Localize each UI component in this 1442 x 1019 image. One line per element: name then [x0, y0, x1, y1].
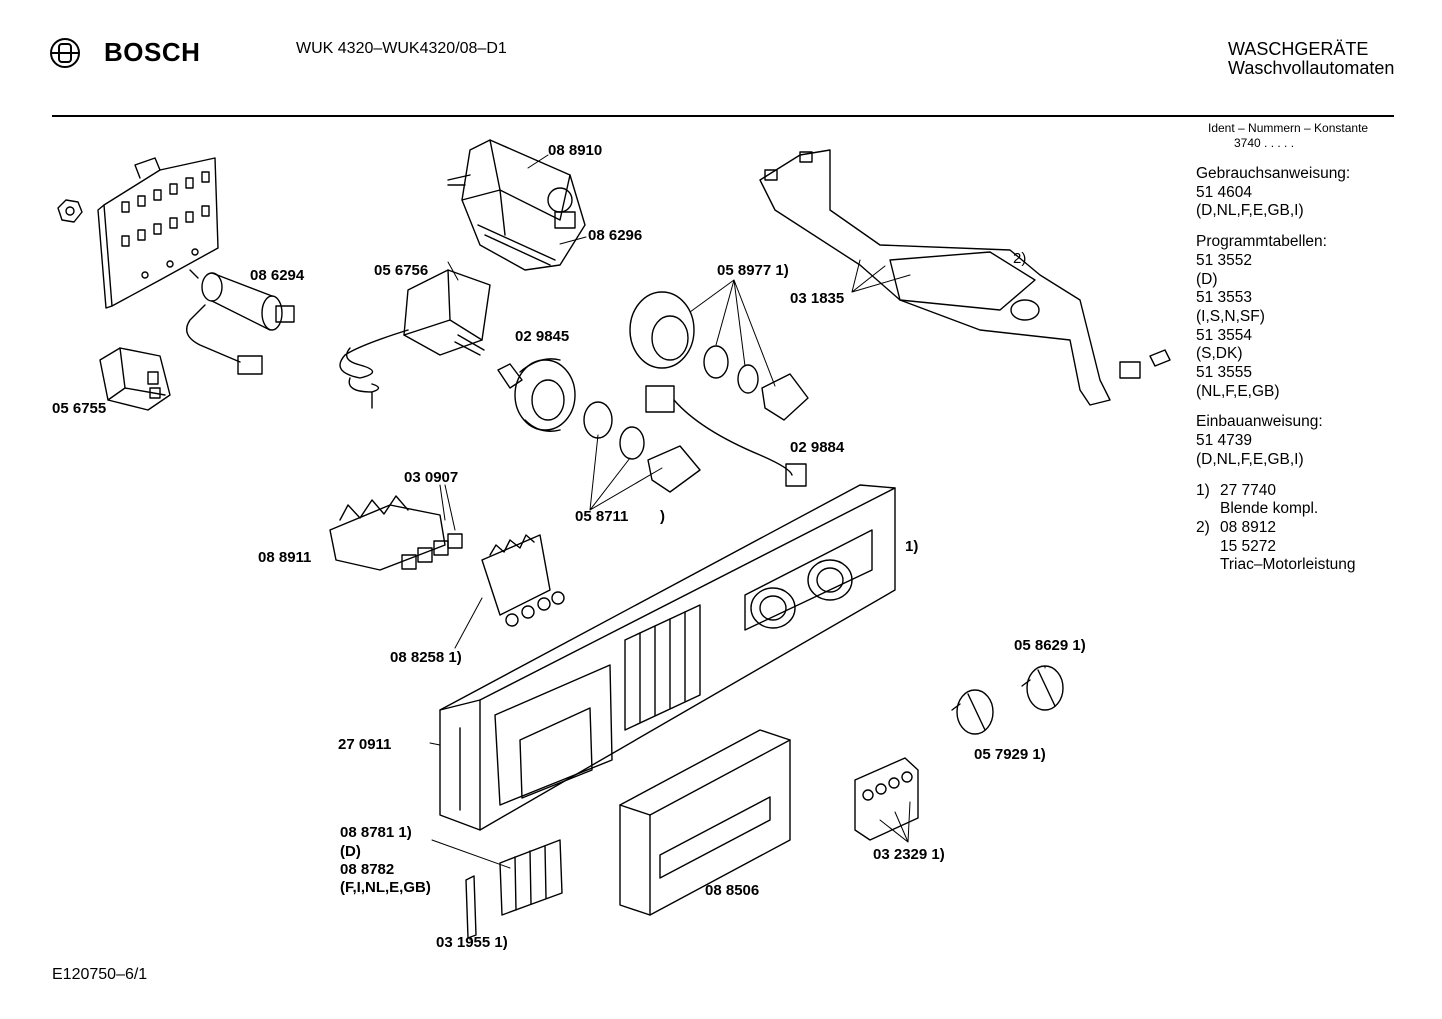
drawer-front-drawing — [619, 729, 791, 916]
section-line: 51 3554 — [1196, 326, 1253, 344]
part-label: 03 1835 — [790, 290, 845, 307]
transformer-drawing — [99, 347, 171, 411]
push-buttons-drawing — [854, 757, 919, 841]
part-label: 2) — [1013, 250, 1027, 267]
part-label: 08 8781 1) — [340, 824, 412, 841]
connector-drawing — [645, 385, 807, 487]
part-label: 05 7929 1) — [974, 746, 1046, 763]
section-user-manual: Gebrauchsanweisung: 51 4604 (D,NL,F,E,GB… — [1196, 165, 1368, 221]
key-switches-drawing — [481, 534, 565, 627]
section-line: 51 4604 — [1196, 183, 1253, 201]
section-line: (D,NL,F,E,GB,I) — [1196, 450, 1304, 468]
right-knob-drawing — [629, 291, 809, 421]
ident-title: Ident – Nummern – Konstante — [1208, 121, 1369, 135]
section-installation: Einbauanweisung: 51 4739 (D,NL,F,E,GB,I) — [1196, 413, 1368, 469]
part-label: 05 8629 1) — [1014, 637, 1086, 654]
section-program-tables: Programmtabellen: 51 3552 (D) 51 3553 (I… — [1196, 233, 1368, 401]
section-title: Gebrauchsanweisung: — [1196, 165, 1351, 182]
part-label: 02 9884 — [790, 439, 845, 456]
part-label: 08 6294 — [250, 267, 305, 284]
nut-drawing — [57, 199, 83, 223]
section-line: 51 4739 — [1196, 432, 1253, 450]
part-label: (D) — [340, 843, 361, 860]
note-line: Triac–Motorleistung — [1220, 556, 1356, 574]
part-label: 03 0907 — [404, 469, 459, 486]
section-line: 51 3553 — [1196, 289, 1253, 307]
documentation-sidebar: Ident – Nummern – Konstante 3740 . . . .… — [1196, 121, 1368, 575]
drawing-code: E120750–6/1 — [52, 966, 148, 983]
part-label: 05 6755 — [52, 400, 107, 417]
note-line: 08 8912 — [1220, 518, 1277, 536]
bosch-logo — [48, 36, 82, 75]
programmer-drawing — [447, 139, 586, 271]
pin-drawing — [497, 363, 523, 389]
light-guide-drawing — [465, 875, 477, 939]
control-panel-drawing — [439, 484, 896, 831]
part-label: 08 8782 — [340, 861, 395, 878]
part-label: 03 2329 1) — [873, 846, 945, 863]
section-line: (NL,F,E,GB) — [1196, 382, 1280, 400]
leader-lines — [429, 154, 1046, 941]
button-caps-drawing — [499, 839, 563, 916]
note-line: 27 7740 — [1220, 481, 1277, 499]
switch-block-drawing — [329, 495, 463, 571]
mounting-plate-drawing — [97, 157, 219, 309]
header-rule — [52, 115, 1394, 117]
section-line: (D,NL,F,E,GB,I) — [1196, 202, 1304, 220]
section-line: (I,S,N,SF) — [1196, 307, 1265, 325]
note-line: 15 5272 — [1220, 537, 1277, 555]
section-line: 51 3552 — [1196, 251, 1253, 269]
bosch-armature-icon — [50, 38, 80, 68]
part-label: 02 9845 — [515, 328, 570, 345]
note-marker: 1) — [1196, 481, 1210, 499]
door-lock-drawing — [339, 269, 491, 409]
note-1: 1) 27 7740 Blende kompl. — [1196, 482, 1368, 519]
ident-value: 3740 . . . . . — [1234, 136, 1295, 150]
part-label: 08 8506 — [705, 882, 760, 899]
part-label: 08 6296 — [588, 227, 643, 244]
section-line: 51 3555 — [1196, 364, 1253, 382]
note-marker: 2) — [1196, 518, 1210, 536]
section-title: Einbauanweisung: — [1196, 413, 1323, 431]
category-line-2: Waschvollautomaten — [1228, 58, 1395, 78]
category-line-1: WASCHGERÄTE — [1228, 39, 1369, 59]
part-label: 08 8910 — [548, 142, 603, 159]
section-title: Programmtabellen: — [1196, 233, 1327, 251]
note-line: Blende kompl. — [1220, 500, 1319, 518]
model-title: WUK 4320–WUK4320/08–D1 — [296, 40, 507, 57]
part-label: 08 8911 — [258, 549, 312, 566]
part-label: 05 8977 1) — [717, 262, 789, 279]
small-knobs-drawing — [951, 665, 1064, 735]
part-label: 05 8711 — [575, 508, 629, 525]
category-title: WASCHGERÄTE Waschvollautomaten — [1228, 40, 1394, 78]
part-label: 27 0911 — [338, 736, 392, 753]
part-label: 03 1955 1) — [436, 934, 508, 951]
left-knob-drawing — [514, 358, 701, 493]
part-label: (F,I,NL,E,GB) — [340, 879, 431, 896]
part-label: 05 6756 — [374, 262, 429, 279]
note-2: 2) 08 8912 15 5272 Triac–Motorleistung — [1196, 519, 1368, 575]
capacitor-drawing — [186, 269, 295, 375]
section-line: (S,DK) — [1196, 345, 1243, 363]
part-label: 08 8258 1) — [390, 649, 462, 666]
part-label: 1) — [905, 538, 919, 555]
electronic-board-drawing — [759, 149, 1171, 406]
section-line: (D) — [1196, 270, 1218, 288]
part-label: ) — [660, 508, 665, 525]
brand-name: BOSCH — [104, 37, 201, 67]
